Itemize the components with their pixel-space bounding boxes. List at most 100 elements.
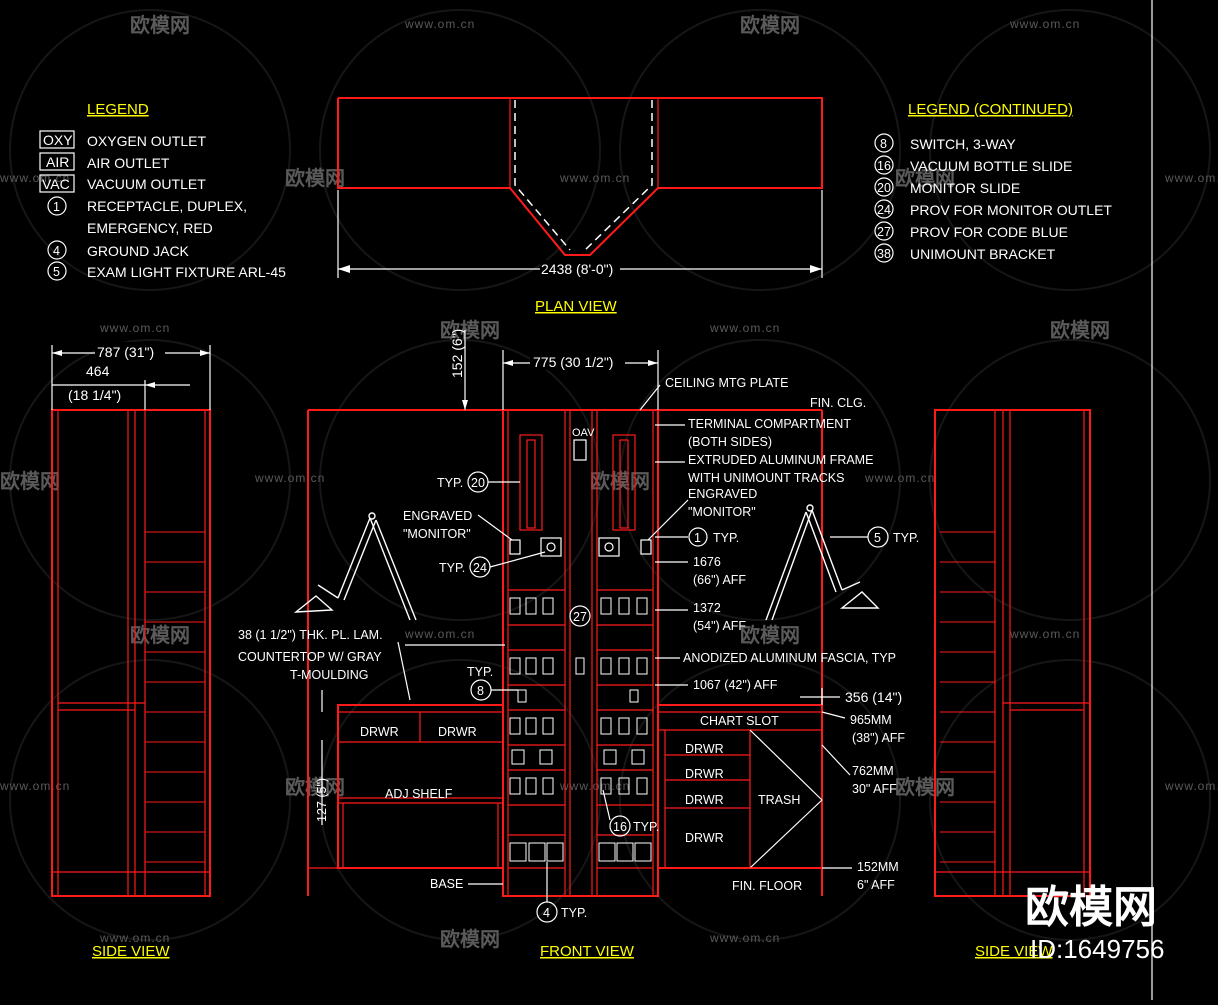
dim-1372: 1372 bbox=[693, 601, 721, 615]
engraved-right: ENGRAVED bbox=[688, 487, 757, 501]
watermark-brand: 欧模网 bbox=[130, 623, 190, 647]
left-drawer-1: DRWR bbox=[360, 725, 399, 739]
oxy-code: OXY bbox=[43, 132, 73, 148]
legend-item-receptacle-2: EMERGENCY, RED bbox=[87, 220, 213, 236]
base-label: BASE bbox=[430, 877, 463, 891]
right-drawer-1: DRWR bbox=[685, 742, 724, 756]
vac-symbol bbox=[39, 174, 75, 193]
receptacle-marker: 1 bbox=[694, 531, 701, 545]
right-drawer-2: DRWR bbox=[685, 767, 724, 781]
watermark-site: www.om.cn bbox=[709, 931, 780, 945]
side-view-left: 787 (31") 464 (18 1/4") SIDE VIEW bbox=[51, 342, 211, 960]
dim-965-aff: (38") AFF bbox=[852, 731, 905, 745]
watermark-site: www.om.cn bbox=[99, 931, 170, 945]
extruded-frame-2: WITH UNIMOUNT TRACKS bbox=[688, 471, 844, 485]
legend-item-monitor-outlet: PROV FOR MONITOR OUTLET bbox=[910, 202, 1112, 218]
watermark-site: www.om.cn bbox=[404, 627, 475, 641]
watermark-site: www.om.cn bbox=[559, 779, 630, 793]
code-blue-code: 27 bbox=[877, 225, 891, 239]
vacuum-slide-marker: 16 bbox=[613, 820, 627, 834]
right-drawer-3: DRWR bbox=[685, 793, 724, 807]
switch-marker: 8 bbox=[477, 684, 484, 698]
dim-152: 152MM bbox=[857, 860, 899, 874]
watermark-brand-large: 欧模网 bbox=[1025, 883, 1157, 932]
ground-jack-icon bbox=[47, 240, 67, 260]
side-view-right: SIDE VIEW bbox=[934, 409, 1091, 960]
oav-label: OAV bbox=[572, 427, 595, 439]
adj-shelf-label: ADJ SHELF bbox=[385, 787, 453, 801]
monitor-outlet-marker: 24 bbox=[473, 561, 487, 575]
dim-762: 762MM bbox=[852, 764, 894, 778]
exam-light-typ: TYP. bbox=[893, 531, 919, 545]
plan-view: 2438 (8'-0") PLAN VIEW bbox=[337, 97, 823, 315]
legend-item-air: AIR OUTLET bbox=[87, 155, 170, 171]
watermark-site: www.om.cn bbox=[254, 471, 325, 485]
receptacle-typ: TYP. bbox=[713, 531, 739, 545]
monitor-slide-code: 20 bbox=[877, 181, 891, 195]
dim-965: 965MM bbox=[850, 713, 892, 727]
exam-light-marker: 5 bbox=[874, 531, 881, 545]
watermark-id-block: 欧模网 ID:1649756 bbox=[1025, 883, 1164, 964]
vacuum-slide-typ: TYP. bbox=[633, 820, 659, 834]
watermark-brand: 欧模网 bbox=[0, 469, 60, 493]
watermark-site: www.om.cn bbox=[404, 17, 475, 31]
oav-outlet bbox=[573, 439, 587, 461]
exam-light-left bbox=[293, 512, 417, 621]
engraved-left: ENGRAVED bbox=[403, 509, 472, 523]
exam-light-code: 5 bbox=[53, 265, 60, 279]
watermark-site: www.om.cn bbox=[1009, 17, 1080, 31]
extruded-frame: EXTRUDED ALUMINUM FRAME bbox=[688, 453, 873, 467]
front-width-dim: 775 (30 1/2") bbox=[533, 354, 613, 370]
watermarks: 欧模网 欧模网 www.om.cn www.om.cn 欧模网 欧模网 www.… bbox=[0, 13, 1218, 951]
dim-1676: 1676 bbox=[693, 555, 721, 569]
ground-code: 4 bbox=[53, 244, 60, 258]
watermark-site: www.om.cn bbox=[864, 471, 935, 485]
watermark-site: www.om.cn bbox=[99, 321, 170, 335]
monitor-slide-typ: TYP. bbox=[437, 476, 463, 490]
oxy-symbol bbox=[39, 130, 75, 149]
watermark-brand: 欧模网 bbox=[740, 13, 800, 37]
unimount-code: 38 bbox=[877, 247, 891, 261]
left-drawer-2: DRWR bbox=[438, 725, 477, 739]
countertop-note-2: COUNTERTOP W/ GRAY bbox=[238, 650, 382, 664]
air-symbol bbox=[39, 152, 75, 171]
legend-item-unimount: UNIMOUNT BRACKET bbox=[910, 246, 1056, 262]
watermark-brand: 欧模网 bbox=[1050, 318, 1110, 342]
watermark-brand: 欧模网 bbox=[285, 166, 345, 190]
front-view-title: FRONT VIEW bbox=[540, 943, 635, 960]
side-view-right-title: SIDE VIEW bbox=[975, 943, 1053, 960]
plan-view-title: PLAN VIEW bbox=[535, 298, 618, 315]
watermark-id: ID:1649756 bbox=[1030, 934, 1164, 964]
side-view-left-title: SIDE VIEW bbox=[92, 943, 170, 960]
watermark-brand: 欧模网 bbox=[440, 927, 500, 951]
legend-title: LEGEND bbox=[87, 101, 149, 118]
legend-item-receptacle: RECEPTACLE, DUPLEX, bbox=[87, 198, 247, 214]
front-height-dim: 152 (6") bbox=[449, 329, 465, 378]
vac-code: VAC bbox=[42, 176, 70, 192]
monitor-outlet-code: 24 bbox=[877, 203, 891, 217]
legend-item-code-blue: PROV FOR CODE BLUE bbox=[910, 224, 1068, 240]
watermark-brand: 欧模网 bbox=[740, 623, 800, 647]
legend-continued: LEGEND (CONTINUED) 8 SWITCH, 3-WAY 16 VA… bbox=[874, 101, 1112, 263]
monitor-slide-marker: 20 bbox=[471, 476, 485, 490]
chart-slot-label: CHART SLOT bbox=[700, 714, 779, 728]
countertop-note-1: 38 (1 1/2") THK. PL. LAM. bbox=[238, 628, 383, 642]
terminal-compartment: TERMINAL COMPARTMENT bbox=[688, 417, 851, 431]
receptacle-code: 1 bbox=[53, 200, 60, 214]
right-drawer-4: DRWR bbox=[685, 831, 724, 845]
monitor-outlet-typ: TYP. bbox=[439, 561, 465, 575]
dim-152-aff: 6" AFF bbox=[857, 878, 895, 892]
dim-356: 356 (14") bbox=[845, 689, 902, 705]
watermark-brand: 欧模网 bbox=[285, 775, 345, 799]
watermark-site: www.om.cn bbox=[1164, 779, 1218, 793]
dim-762-aff: 30" AFF bbox=[852, 782, 897, 796]
monitor-right: "MONITOR" bbox=[688, 505, 756, 519]
watermark-brand: 欧模网 bbox=[130, 13, 190, 37]
legend-item-vacuum-slide: VACUUM BOTTLE SLIDE bbox=[910, 158, 1072, 174]
terminal-both-sides: (BOTH SIDES) bbox=[688, 435, 772, 449]
watermark-site: www.om.cn bbox=[1164, 171, 1218, 185]
dim-1372-aff: (54") AFF bbox=[693, 619, 746, 633]
receptacle-icon bbox=[47, 196, 67, 216]
